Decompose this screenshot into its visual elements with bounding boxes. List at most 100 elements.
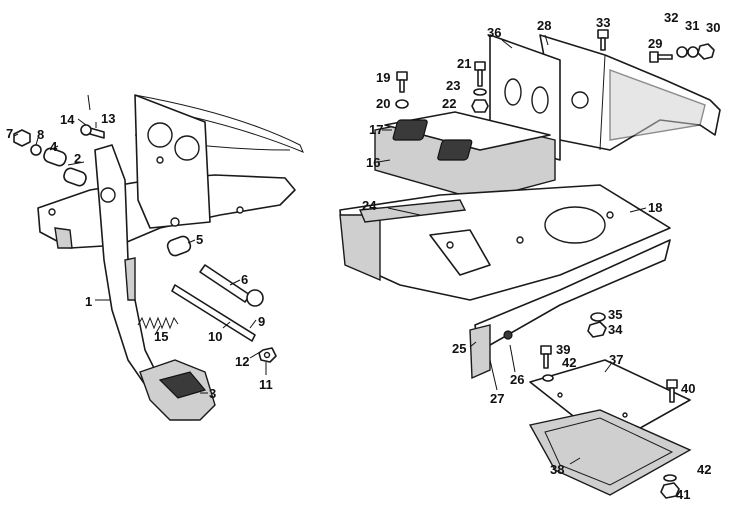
callout-42-upper: 42 [562, 355, 576, 370]
leader-7 [13, 133, 19, 137]
main-plate-hole-a [446, 241, 454, 249]
callout-37: 37 [609, 352, 623, 367]
rubber-block-1 [392, 119, 428, 141]
callout-30: 30 [706, 20, 720, 35]
leader-5 [187, 239, 196, 244]
bracket-stud-hole-1 [48, 208, 56, 216]
washer-20 [395, 99, 409, 109]
callout-12: 12 [235, 354, 249, 369]
callout-32: 32 [664, 10, 678, 25]
mounting-plate-assembly [339, 29, 721, 499]
bolt-head [474, 61, 486, 71]
callout-31: 31 [685, 18, 699, 33]
leader-10 [222, 321, 231, 329]
leader-37 [604, 363, 612, 373]
washer-35 [590, 312, 606, 322]
nut-34 [587, 321, 607, 338]
callout-35: 35 [608, 307, 622, 322]
callout-26: 26 [510, 372, 524, 387]
pivot-bolt-head [246, 289, 264, 307]
callout-28: 28 [537, 18, 551, 33]
callout-3: 3 [209, 386, 216, 401]
leader-9 [249, 319, 257, 329]
leader-16 [377, 159, 391, 163]
main-plate-flange [339, 214, 381, 282]
callout-14: 14 [60, 112, 75, 127]
bolt-shank [477, 69, 483, 87]
clevis-pin [89, 127, 105, 139]
bolt-head [396, 71, 408, 81]
cover-plate-hole-1 [557, 392, 563, 398]
washer-small [30, 144, 42, 156]
pivot-bolt [199, 264, 251, 303]
bolt-19 [396, 71, 408, 93]
bolt-head [649, 51, 659, 63]
return-spring [137, 316, 179, 330]
callout-21: 21 [457, 56, 471, 71]
callout-20: 20 [376, 96, 390, 111]
callout-9: 9 [258, 314, 265, 329]
washer-42-upper [542, 374, 554, 382]
leader-lines [13, 34, 647, 465]
upright-plate-hole-1 [504, 78, 522, 106]
callout-6: 6 [241, 272, 248, 287]
callout-39: 39 [556, 342, 570, 357]
callout-11: 11 [259, 377, 273, 392]
cross-member-flange [469, 324, 491, 380]
bolt-21 [474, 61, 486, 87]
leader-12 [249, 351, 261, 359]
bolt-29 [649, 51, 673, 63]
nut-hole [263, 351, 271, 359]
leader-2 [67, 161, 85, 166]
callout-23: 23 [446, 78, 460, 93]
bracket-hole-right [174, 135, 200, 161]
leader-27 [489, 359, 498, 391]
main-plate-large-hole [544, 206, 606, 244]
callout-labels: 1 2 3 4 5 6 7 8 9 10 11 12 13 14 15 16 1… [6, 10, 720, 502]
leader-36 [501, 39, 513, 49]
bracket-foot [54, 227, 73, 249]
pivot-shaft [171, 284, 256, 342]
clevis-pin-head [80, 124, 92, 136]
bracket-hole-upper [147, 122, 173, 148]
callout-33: 33 [596, 15, 610, 30]
housing-edge [599, 54, 606, 151]
leader-18 [629, 207, 647, 213]
housing-shade [609, 68, 706, 141]
callout-17: 17 [369, 122, 383, 137]
leader-28 [544, 34, 549, 46]
leader-6 [229, 279, 241, 286]
rubber-block-2 [437, 139, 473, 161]
callout-15: 15 [154, 329, 168, 344]
bracket-stud-hole-3 [236, 206, 244, 214]
nut-41 [660, 482, 680, 499]
callout-41: 41 [676, 487, 690, 502]
callout-40: 40 [681, 381, 695, 396]
bolt-head [540, 345, 552, 355]
leader-15 [154, 325, 161, 336]
leader-25 [469, 341, 477, 348]
gasket-pad [528, 409, 692, 496]
washer-31 [687, 46, 699, 58]
callout-4: 4 [50, 139, 58, 154]
rail [358, 199, 467, 223]
callout-7: 7 [6, 126, 13, 141]
cross-member-bolt [503, 330, 513, 340]
washer-23 [473, 88, 487, 96]
leader-26 [509, 344, 516, 373]
bracket-bolt-hole [156, 156, 164, 164]
callout-42-lower: 42 [697, 462, 711, 477]
pedal-pivot-hole [100, 187, 116, 203]
callout-24: 24 [362, 198, 377, 213]
callout-19: 19 [376, 70, 390, 85]
callout-5: 5 [196, 232, 203, 247]
leader-38 [569, 457, 581, 465]
callout-25: 25 [452, 341, 466, 356]
bolt-shank [399, 79, 405, 93]
callout-29: 29 [648, 36, 662, 51]
nut-30 [697, 43, 715, 60]
bracket-stud-hole-2 [170, 217, 180, 227]
callout-13: 13 [101, 111, 115, 126]
leader-4 [49, 145, 59, 151]
